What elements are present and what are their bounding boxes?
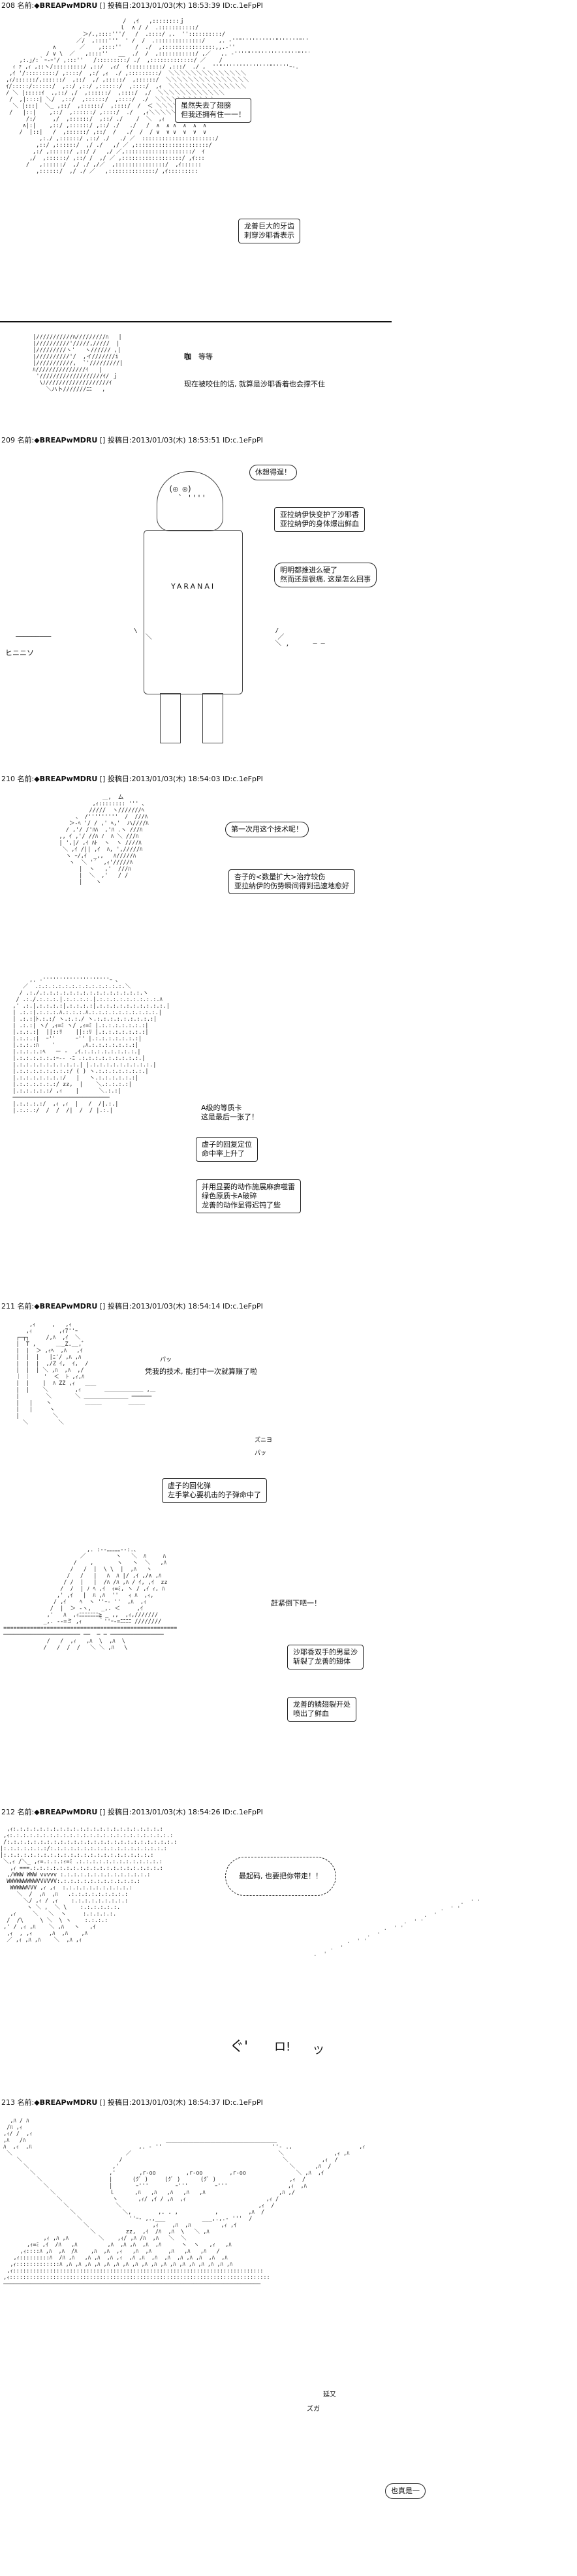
sfx: パッ bbox=[255, 1450, 267, 1457]
ascii-art-kyoko: ＿, ム ,ｨ:::::::: ''' ､ ///// ヽ///////ﾍ 、 … bbox=[59, 794, 149, 886]
ascii-art-dragon-roar: ,ｨ:.:.:.:.:.:.:.:.:.:.:.:.:.:.:.:.:.:.:.… bbox=[0, 1826, 178, 1944]
narration-box: 亚拉纳伊快变护了沙耶香 亚拉纳伊的身体爆出鲜血 bbox=[274, 507, 365, 532]
yaranai-head bbox=[157, 471, 223, 531]
post-209: 209 名前:◆BREAPwMDRU [] 投稿日:2013/01/03(木) … bbox=[0, 432, 577, 775]
narration-box: 杏子的<数量扩大>治疗较伤 亚拉纳伊的伤势瞬间得到迅速地愈好 bbox=[228, 869, 355, 894]
post-header: 213 名前:◆BREAPwMDRU [] 投稿日:2013/01/03(木) … bbox=[1, 2098, 263, 2107]
ascii-art-shooter: ,ｨ , ,ｨ ,ｨ ,ｨ7''ｰ ┌─┬┐ /,ﾊ ,ｲ ＼ | T , ＿_… bbox=[16, 1322, 156, 1426]
ascii-art-sayaka-slash: ,. :-‐…………‐-:.、 ／ ヽ ＼ ﾊ ﾊ / , ヽ ヽ ＼ ,ﾊ /… bbox=[3, 1547, 178, 1651]
narration-box: 并用显要的动作施展麻痹噬雷 绿色原质卡A破碎 龙善的动作显得迟钝了些 bbox=[196, 1179, 301, 1213]
name-label: 名前: bbox=[17, 2098, 35, 2107]
aside-text: 等等 bbox=[198, 352, 213, 361]
yaranai-body bbox=[144, 530, 243, 694]
sfx: ズニヨ bbox=[255, 1437, 273, 1444]
post-number: 208 bbox=[1, 1, 15, 10]
post-number: 210 bbox=[1, 775, 15, 783]
post-header: 210 名前:◆BREAPwMDRU [] 投稿日:2013/01/03(木) … bbox=[1, 775, 263, 784]
yaranai-leg-left bbox=[160, 693, 181, 743]
date-label: [] 投稿日: bbox=[99, 436, 132, 444]
poster-trip[interactable]: ◆BREAPwMDRU bbox=[34, 1, 98, 10]
divider-line bbox=[0, 321, 392, 322]
post-header: 212 名前:◆BREAPwMDRU [] 投稿日:2013/01/03(木) … bbox=[1, 1808, 263, 1817]
poster-trip[interactable]: ◆BREAPwMDRU bbox=[34, 775, 98, 783]
sfx: ツ bbox=[313, 2044, 324, 2056]
yaranai-leg-right bbox=[202, 693, 223, 743]
date-label: [] 投稿日: bbox=[99, 1, 132, 10]
narration-box: 龙善的鳞翅裂开处 喷出了鲜血 bbox=[287, 1697, 356, 1722]
post-number: 209 bbox=[1, 436, 15, 444]
post-date: 2013/01/03(木) 18:54:14 bbox=[131, 1302, 221, 1311]
name-label: 名前: bbox=[17, 1, 35, 10]
name-label: 名前: bbox=[17, 1808, 35, 1816]
poster-id[interactable]: ID:c.1eFpPI bbox=[222, 436, 263, 444]
post-header: 209 名前:◆BREAPwMDRU [] 投稿日:2013/01/03(木) … bbox=[1, 436, 263, 445]
ascii-art-sayaka-dragon: / ,ｲ ,::::::::ｊ ｌ ∧ / / .:::::::::::/ ＞/… bbox=[6, 18, 309, 175]
post-212: 212 名前:◆BREAPwMDRU [] 投稿日:2013/01/03(木) … bbox=[0, 1808, 577, 2098]
speech-bubble: 第一次用这个技术呢！ bbox=[225, 822, 309, 837]
post-number: 211 bbox=[1, 1302, 15, 1311]
name-label: 名前: bbox=[17, 1302, 35, 1311]
poster-id[interactable]: ID:c.1eFpPI bbox=[222, 2098, 263, 2107]
post-header: 208 名前:◆BREAPwMDRU [] 投稿日:2013/01/03(木) … bbox=[1, 1, 263, 10]
name-label: 名前: bbox=[17, 436, 35, 444]
ascii-art-uzume: ,. ‐''''''''''''''''''''ｰ ､ ／ .:.:.:.:.:… bbox=[12, 977, 170, 1114]
ascii-art-hand: |///////////ﾊ/////////ﾊ | |//////////'//… bbox=[33, 334, 123, 393]
narration-box: 虚子的回复定位 命中率上升了 bbox=[196, 1137, 258, 1162]
post-date: 2013/01/03(木) 18:54:03 bbox=[131, 775, 221, 783]
date-label: [] 投稿日: bbox=[99, 1808, 132, 1816]
yaranai-face: (◎ ◎) ` '''' bbox=[168, 484, 206, 503]
sfx: パッ bbox=[160, 1357, 172, 1363]
date-label: [] 投稿日: bbox=[99, 775, 132, 783]
speech-bubble: 休想得逞！ bbox=[249, 465, 297, 480]
poster-id[interactable]: ID:c.1eFpPI bbox=[222, 775, 263, 783]
date-label: [] 投稿日: bbox=[99, 2098, 132, 2107]
post-210: 210 名前:◆BREAPwMDRU [] 投稿日:2013/01/03(木) … bbox=[0, 775, 577, 1302]
sfx: 延又 bbox=[323, 2391, 336, 2398]
post-number: 212 bbox=[1, 1808, 15, 1816]
ascii-art-dragon-falls: ,ﾊ / ﾊ /ﾊ ,ｨ ,ｨ/ / ,ｨ ,ﾊ /ﾊ ＿＿＿＿＿＿＿＿＿＿＿＿… bbox=[3, 2118, 366, 2288]
post-211: 211 名前:◆BREAPwMDRU [] 投稿日:2013/01/03(木) … bbox=[0, 1302, 577, 1808]
aside-text: 现在被咬住的话, 就算是沙耶香着也会撑不住 bbox=[184, 380, 325, 388]
poster-trip[interactable]: ◆BREAPwMDRU bbox=[34, 2098, 98, 2107]
post-date: 2013/01/03(木) 18:53:51 bbox=[131, 436, 221, 444]
speech-bubble: 也真是一 bbox=[385, 2483, 426, 2499]
sfx: ぐ' bbox=[230, 2039, 249, 2055]
poster-trip[interactable]: ◆BREAPwMDRU bbox=[34, 1808, 98, 1816]
poster-id[interactable]: ID:c.1eFpPI bbox=[222, 1, 263, 10]
shout-bubble: 最起码, 也要把你带走！！ bbox=[225, 1857, 336, 1896]
post-header: 211 名前:◆BREAPwMDRU [] 投稿日:2013/01/03(木) … bbox=[1, 1302, 263, 1311]
post-213: 213 名前:◆BREAPwMDRU [] 投稿日:2013/01/03(木) … bbox=[0, 2098, 577, 2576]
narration-box: 沙耶香双手的男星沙 斩裂了龙善的翅体 bbox=[287, 1645, 364, 1669]
name-label: 名前: bbox=[17, 775, 35, 783]
aside-tag: 咖 bbox=[184, 352, 191, 361]
narration-text: 凭我的技术, 能打中一次就算赚了啦 bbox=[145, 1367, 257, 1376]
date-label: [] 投稿日: bbox=[99, 1302, 132, 1311]
post-208: 208 名前:◆BREAPwMDRU [] 投稿日:2013/01/03(木) … bbox=[0, 0, 577, 432]
thought-bubble: 明明都推进么硬了 然而还是很痛, 这是怎么回事 bbox=[274, 563, 377, 587]
poster-trip[interactable]: ◆BREAPwMDRU bbox=[34, 436, 98, 444]
yaranai-arms: \ / ───────── ＼ ／ ＼ , ─ ─ bbox=[16, 628, 325, 647]
narration-box: 虚子的回化弹 左手掌心要机击的子弹命中了 bbox=[162, 1478, 267, 1503]
post-date: 2013/01/03(木) 18:54:37 bbox=[131, 2098, 221, 2107]
sfx: ロ! bbox=[274, 2040, 291, 2054]
post-date: 2013/01/03(木) 18:54:26 bbox=[131, 1808, 221, 1816]
narration-box: 龙善巨大的牙齿 刺穿沙耶香表示 bbox=[238, 219, 300, 243]
poster-id[interactable]: ID:c.1eFpPI bbox=[222, 1808, 263, 1816]
post-date: 2013/01/03(木) 18:53:39 bbox=[131, 1, 221, 10]
yaranai-sign: YARANAI bbox=[171, 582, 216, 591]
sfx: ズガ bbox=[307, 2406, 320, 2413]
speech-bubble: A级的等质卡 这是最后一张了！ bbox=[196, 1101, 264, 1125]
post-number: 213 bbox=[1, 2098, 15, 2107]
poster-id[interactable]: ID:c.1eFpPI bbox=[222, 1302, 263, 1311]
speech-bubble: 虽然失去了翅膀 但我还拥有住一一！ bbox=[175, 98, 251, 123]
poster-trip[interactable]: ◆BREAPwMDRU bbox=[34, 1302, 98, 1311]
side-sfx: ヒニニソ bbox=[5, 649, 34, 657]
shout-text: 赶紧倒下吧一！ bbox=[271, 1599, 321, 1607]
speed-lines: . ' ' . ' ' . ' . ' ' . ' ' . ' . ' bbox=[313, 1899, 481, 1958]
